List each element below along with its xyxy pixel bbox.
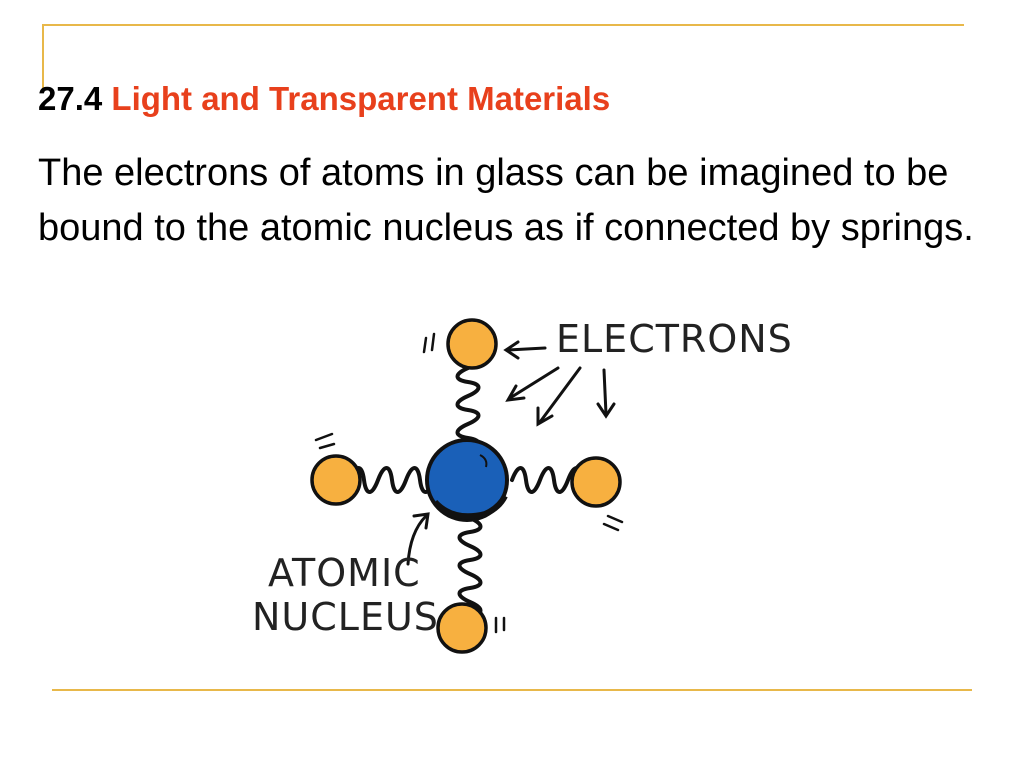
atomic-nucleus	[425, 438, 509, 522]
electron-left	[310, 454, 362, 506]
electron-bottom	[436, 602, 488, 654]
electron-top	[446, 318, 498, 370]
body-text: The electrons of atoms in glass can be i…	[38, 152, 974, 249]
left-rule	[42, 24, 44, 90]
electron-right	[570, 456, 622, 508]
section-number: 27.4	[38, 80, 103, 117]
slide-title: 27.4 Light and Transparent Materials	[38, 80, 610, 118]
atomic-label: ATOMIC	[268, 551, 421, 595]
section-title: Light and Transparent Materials	[111, 80, 611, 117]
nucleus-label: NUCLEUS	[252, 595, 439, 639]
spring-bottom	[457, 516, 483, 618]
bottom-rule	[52, 689, 972, 691]
electrons-label: ELECTRONS	[556, 317, 793, 361]
top-rule	[42, 24, 964, 26]
atom-spring-illustration: ELECTRONS ATOMIC NUCLEUS	[252, 317, 793, 654]
